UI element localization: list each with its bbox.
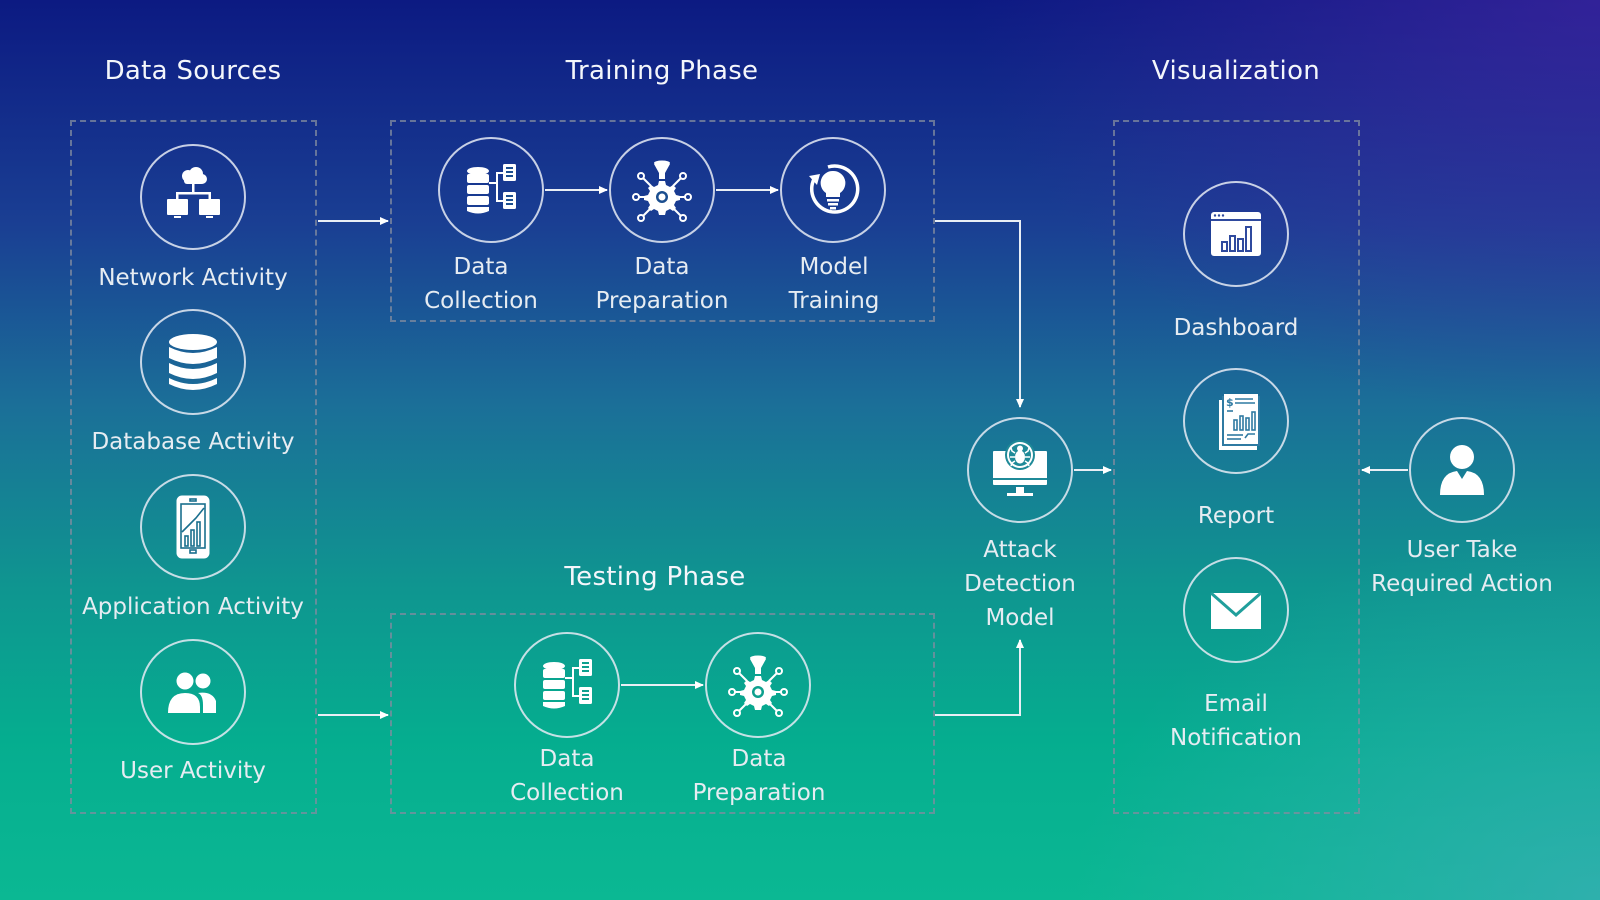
dashboard-icon — [1211, 212, 1261, 256]
label-line: Model — [799, 254, 869, 280]
network-activity-label: Network Activity — [98, 265, 288, 291]
label-line: Data — [634, 254, 690, 280]
email-notification-node[interactable] — [1183, 557, 1289, 663]
testing-data-preparation-node[interactable] — [705, 632, 811, 738]
label-line: Data — [731, 746, 787, 772]
label-line: Notification — [1170, 725, 1302, 751]
testing-data-collection-label: Data Collection — [510, 742, 624, 810]
network-activity-node[interactable] — [140, 144, 246, 250]
user-activity-node[interactable] — [140, 639, 246, 745]
label-line: Detection — [964, 571, 1076, 597]
database-activity-node[interactable] — [140, 309, 246, 415]
arrow-testing-to-attack-model — [935, 639, 1024, 716]
training-data-collection-label: Data Collection — [424, 250, 538, 318]
data-preparation-icon — [728, 655, 788, 717]
label-line: Model — [985, 605, 1055, 631]
data-collection-icon — [543, 659, 592, 709]
model-training-icon — [809, 164, 860, 214]
testing-phase-group — [390, 613, 935, 814]
dashboard-label: Dashboard — [1173, 315, 1299, 341]
visualization-title: Visualization — [1151, 56, 1321, 86]
label-line: Training — [788, 288, 880, 314]
bug-monitor-icon — [993, 440, 1047, 496]
user-icon — [1440, 445, 1484, 495]
label-line: Collection — [424, 288, 538, 314]
data-preparation-icon — [632, 160, 692, 222]
user-action-label: User Take Required Action — [1371, 533, 1553, 601]
application-activity-node[interactable] — [140, 474, 246, 580]
mobile-chart-icon — [176, 495, 210, 559]
svg-text:$: $ — [1226, 396, 1234, 409]
testing-data-collection-node[interactable] — [514, 632, 620, 738]
attack-detection-model-node[interactable] — [967, 417, 1073, 523]
user-activity-label: User Activity — [120, 758, 266, 784]
training-data-collection-node[interactable] — [438, 137, 544, 243]
database-activity-label: Database Activity — [91, 429, 295, 455]
attack-detection-model-label: Attack Detection Model — [964, 533, 1076, 635]
application-activity-label: Application Activity — [82, 594, 304, 620]
report-node[interactable]: $ — [1183, 368, 1289, 474]
users-icon — [168, 672, 216, 713]
training-phase-group — [390, 120, 935, 322]
user-action-node[interactable] — [1409, 417, 1515, 523]
testing-data-preparation-label: Data Preparation — [693, 742, 826, 810]
data-sources-group — [70, 120, 317, 814]
label-line: Data — [453, 254, 509, 280]
training-phase-title: Training Phase — [565, 56, 759, 86]
report-icon: $ — [1219, 394, 1260, 450]
label-line: Required Action — [1371, 571, 1553, 597]
label-line: Collection — [510, 780, 624, 806]
testing-phase-title: Testing Phase — [564, 562, 746, 592]
label-line: Email — [1204, 691, 1268, 717]
model-training-node[interactable] — [780, 137, 886, 243]
training-data-preparation-node[interactable] — [609, 137, 715, 243]
dashboard-node[interactable] — [1183, 181, 1289, 287]
model-training-label: Model Training — [789, 250, 880, 318]
label-line: Preparation — [692, 780, 826, 806]
email-notification-label: Email Notification — [1170, 687, 1302, 755]
data-sources-title: Data Sources — [104, 56, 282, 86]
label-line: Attack — [983, 537, 1057, 563]
arrow-training-to-attack-model — [935, 220, 1024, 408]
training-data-preparation-label: Data Preparation — [596, 250, 729, 318]
network-cloud-icon — [167, 167, 220, 218]
email-icon — [1210, 591, 1262, 629]
data-collection-icon — [467, 164, 516, 214]
label-line: User Take — [1406, 537, 1518, 563]
label-line: Data — [539, 746, 595, 772]
database-icon — [169, 334, 217, 390]
visualization-group — [1113, 120, 1360, 814]
label-line: Preparation — [595, 288, 729, 314]
report-label: Report — [1197, 503, 1275, 529]
